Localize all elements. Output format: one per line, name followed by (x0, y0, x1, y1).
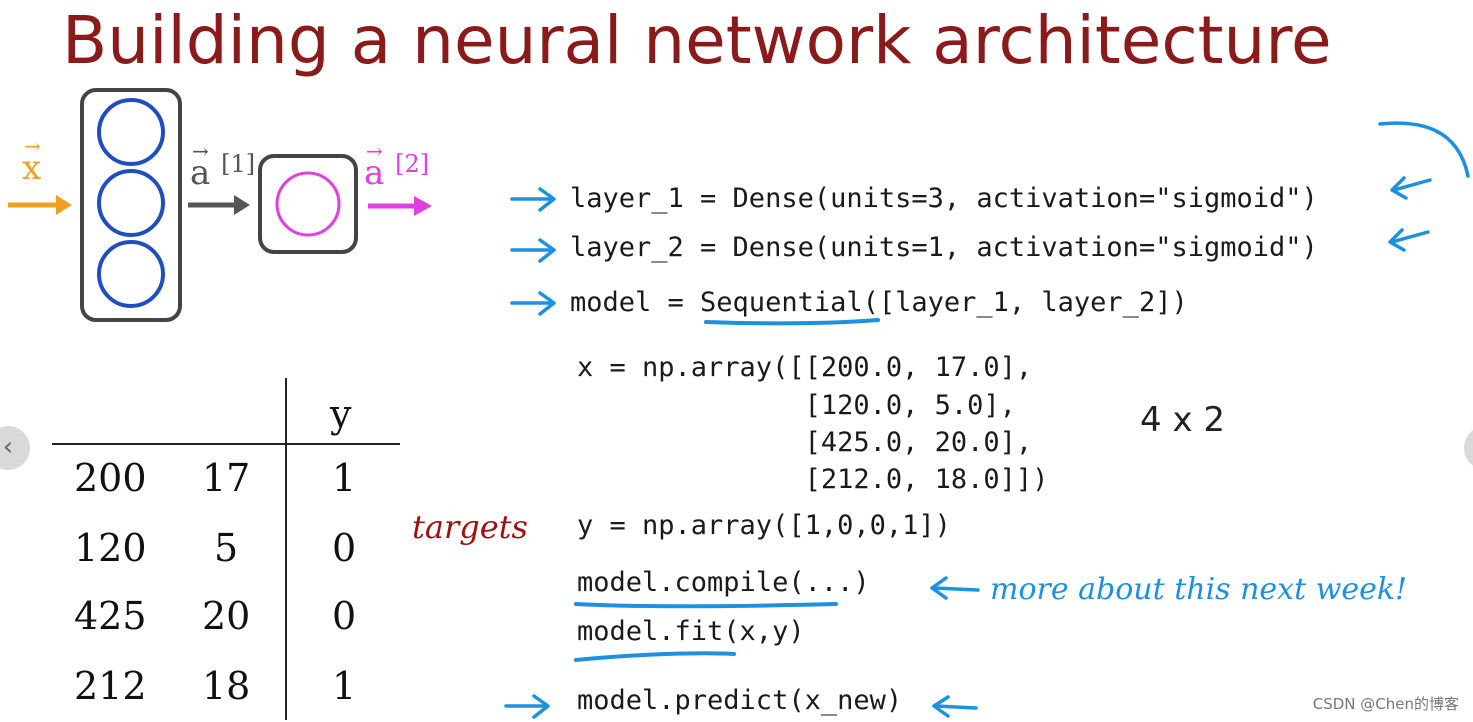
hidden-neuron-3 (97, 240, 165, 308)
arrow-left-icon (932, 695, 978, 718)
chevron-left-icon: ‹ (2, 432, 14, 462)
output-layer-box (258, 154, 358, 254)
arrow-left-icon (930, 576, 980, 600)
table-cell: 0 (332, 526, 357, 570)
code-line-layer1: layer_1 = Dense(units=3, activation="sig… (570, 183, 1318, 214)
network-diagram (8, 88, 432, 322)
table-cell: 212 (74, 664, 147, 708)
code-line-predict: model.predict(x_new) (577, 685, 903, 716)
prev-slide-button[interactable]: ‹ (0, 426, 30, 470)
table-lines (52, 378, 400, 720)
code-line-x1: x = np.array([[200.0, 17.0], (577, 352, 1033, 383)
code-line-model: model = Sequential([layer_1, layer_2]) (570, 287, 1188, 318)
watermark: CSDN @Chen的博客 (1312, 695, 1459, 713)
next-slide-button[interactable]: › (1464, 426, 1473, 470)
code-line-fit: model.fit(x,y) (577, 616, 805, 647)
hidden-layer-box (80, 88, 182, 322)
code-line-compile: model.compile(...) (577, 567, 870, 598)
shape-annotation: 4 x 2 (1140, 400, 1225, 440)
input-label: → x (22, 134, 42, 188)
table-cell: 20 (202, 594, 251, 638)
table-cell: 200 (74, 456, 147, 500)
output-activation-label: → a [2] (364, 139, 430, 194)
output-neuron (275, 171, 341, 237)
table-cell: 18 (202, 664, 251, 708)
hidden-neuron-2 (97, 169, 165, 237)
table-cell: 17 (202, 456, 251, 500)
slide-title: Building a neural network architecture (62, 2, 1332, 79)
arrow-right-icon (510, 187, 556, 212)
table-cell: 1 (332, 456, 357, 500)
arrow-right-icon (510, 238, 556, 263)
arrow-left-icon (1390, 176, 1432, 200)
code-line-x2: [120.0, 5.0], (577, 390, 1016, 421)
compile-note: more about this next week! (990, 572, 1408, 607)
hidden-neuron-1 (97, 98, 165, 166)
arrow-right-icon (504, 694, 550, 719)
targets-note: targets (412, 508, 528, 546)
hidden-activation-label: → a [1] (190, 139, 256, 194)
code-line-x3: [425.0, 20.0], (577, 427, 1033, 458)
arrow-left-icon (1388, 228, 1430, 252)
table-header-y: y (330, 392, 352, 436)
table-cell: 0 (332, 594, 357, 638)
arrow-right-icon (510, 291, 556, 316)
table-cell: 425 (74, 594, 147, 638)
table-cell: 120 (74, 526, 147, 570)
table-cell: 1 (332, 664, 357, 708)
table-cell: 5 (214, 526, 239, 570)
input-arrow (8, 195, 72, 215)
code-line-x4: [212.0, 18.0]]) (577, 464, 1049, 495)
code-line-y: y = np.array([1,0,0,1]) (577, 510, 951, 541)
code-line-layer2: layer_2 = Dense(units=1, activation="sig… (570, 232, 1318, 263)
output-arrow (368, 196, 432, 216)
hidden-arrow (188, 195, 250, 215)
